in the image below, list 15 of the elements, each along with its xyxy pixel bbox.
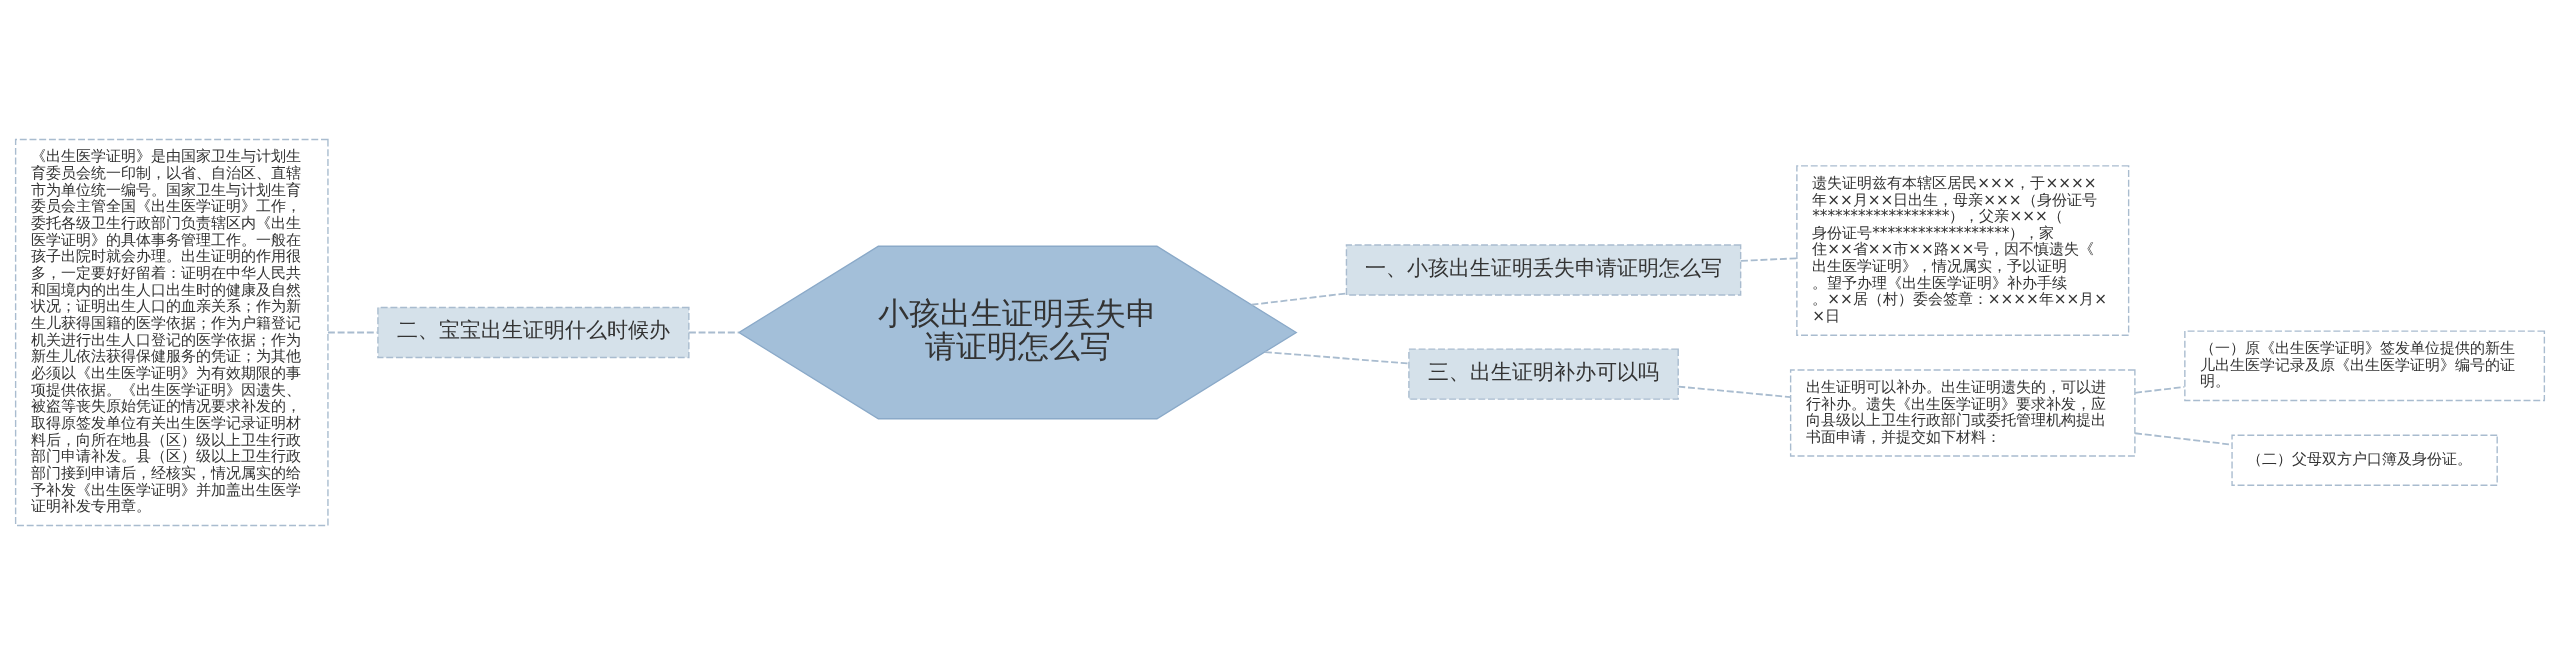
connector: [327, 331, 379, 333]
connector: [688, 331, 740, 333]
node-box: （一）原《出生医学证明》签发单位提供的新生儿出生医学记录及原《出生医学证明》编号的证明。: [2184, 329, 2546, 401]
node-box: 一、小孩出生证明丢失申请证明怎么写: [1345, 243, 1742, 296]
connector: [1677, 385, 1792, 398]
node-box: 遗失证明兹有本辖区居民×××，于××××年××月××日出生，母亲×××（身份证号******************），父亲×××（身份证号******************），家住××省××市××路××号，因不慎遗失《出生医学证明》，情况属实，予以证明。望予办理《出生医学证明》补办手续。××居（村）委会签章：××××年××月××日: [1796, 164, 2130, 336]
node-box: 《出生医学证明》是由国家卫生与计划生育委员会统一印制，以省、自治区、直辖市为单位统一编号。国家卫生与计划生育委员会主管全国《出生医学证明》工作，委托各级卫生行政部门负责辖区内《出生医学证明》的具体事务管理工作。一般在孩子出院时就会办理。出生证明的作用很多，一定要好好留着：证明在中华人民共和国境内的出生人口出生时的健康及自然状况；证明出生人口的血亲关系；作为新生儿获得国籍的医学依据；作为户籍登记机关进行出生人口登记的医学依据；作为新生儿依法获得保健服务的凭证；为其他必须以《出生医学证明》为有效期限的事项提供依据。《出生医学证明》因遗失、被盗等丧失原始凭证的情况要求补发的，取得原签发单位有关出生医学记录证明材料后，向所在地县（区）级以上卫生行政部门申请补发。县（区）级以上卫生行政部门接到申请后，经核实，情况属实的给予补发《出生医学证明》并加盖出生医学证明补发专用章。: [14, 138, 329, 526]
connector: [2134, 385, 2186, 394]
connector: [1740, 256, 1798, 262]
node-box: 二、宝宝出生证明什么时候办: [377, 306, 690, 358]
node-box: 三、出生证明补办可以吗: [1408, 347, 1679, 400]
node-box: 出生证明可以补办。出生证明遗失的，可以进行补办。遗失《出生医学证明》要求补发，应向县级以上卫生行政部门或委托管理机构提出书面申请，并提交如下材料：: [1789, 368, 2136, 457]
node-box: （二）父母双方户口簿及身份证。: [2231, 434, 2498, 486]
connector: [1250, 292, 1348, 306]
connector: [1264, 350, 1410, 364]
